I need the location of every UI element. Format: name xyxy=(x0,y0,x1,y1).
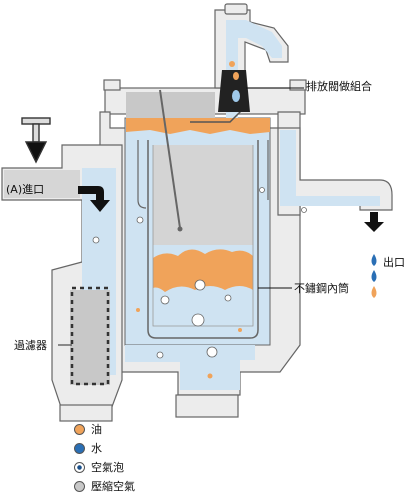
water-valve-channel xyxy=(226,20,282,120)
label-inlet: (A)進口 xyxy=(6,183,45,196)
legend-item-oil: 油 xyxy=(74,421,102,437)
inlet-flow-arrow xyxy=(78,186,110,212)
oil-swatch-icon xyxy=(74,423,85,435)
compressed-air-swatch-icon xyxy=(74,480,85,492)
legend-label: 油 xyxy=(91,423,102,436)
legend-item-compressed-air: 壓縮空氣 xyxy=(74,478,135,494)
air-inlet-pipe xyxy=(4,170,80,198)
air-top-pocket xyxy=(126,92,215,118)
label-outlet: 出口 xyxy=(383,256,405,269)
label-stainless-cylinder: 不鏽鋼內筒 xyxy=(294,282,349,295)
label-drain-valve-assembly: 排放閥做組合 xyxy=(306,80,372,93)
oil-inner-layer xyxy=(153,249,253,292)
air-inner-cylinder-top xyxy=(153,145,253,245)
label-filter: 過濾器 xyxy=(14,339,47,352)
lever-linkage xyxy=(190,107,245,123)
inlet-valve-handle xyxy=(21,117,51,164)
air-filter-column xyxy=(70,290,110,385)
filter-screen xyxy=(70,286,110,386)
stainless-inner-cylinder xyxy=(147,140,259,339)
legend-item-air-bubble: 空氣泡 xyxy=(74,459,124,475)
air-bubbles xyxy=(92,187,307,359)
leader-lines xyxy=(58,87,304,346)
water-swatch-icon xyxy=(74,442,85,454)
legend-label: 水 xyxy=(91,442,102,455)
air-bubble-swatch-icon xyxy=(74,461,85,473)
legend-label: 壓縮空氣 xyxy=(91,480,135,493)
legend-label: 空氣泡 xyxy=(91,461,124,474)
oil-regions xyxy=(126,118,270,292)
oil-top-layer xyxy=(126,118,270,134)
inner-dip-tube xyxy=(137,140,269,209)
float-rod xyxy=(159,89,181,229)
legend-item-water: 水 xyxy=(74,440,102,456)
oil-droplets xyxy=(136,61,242,379)
outlet-drops xyxy=(371,254,377,298)
water-outlet-channel xyxy=(280,130,380,206)
drain-valve-assembly xyxy=(218,70,250,112)
outlet-flow-arrow xyxy=(364,212,384,232)
